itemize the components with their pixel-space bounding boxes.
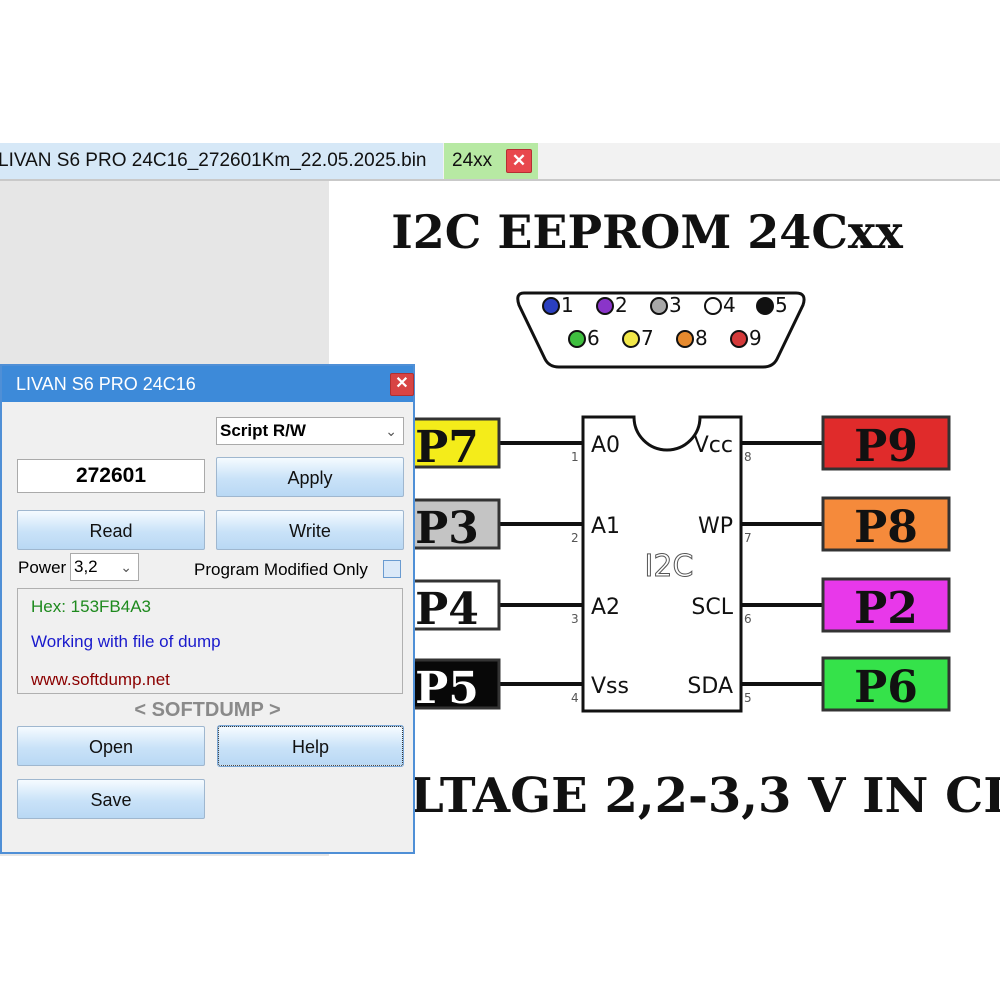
- connector-pin-number: 6: [587, 326, 600, 350]
- probe-label: P9: [854, 421, 918, 472]
- ic-pin-number: 8: [744, 450, 752, 464]
- website-text: www.softdump.net: [31, 670, 170, 689]
- chevron-down-icon: ⌄: [120, 559, 132, 575]
- dialog-titlebar[interactable]: LIVAN S6 PRO 24C16 ✕: [2, 366, 414, 402]
- connector-pin-dot: [730, 330, 748, 348]
- code-input[interactable]: 272601: [17, 459, 205, 493]
- dialog-close-icon[interactable]: ✕: [390, 373, 414, 396]
- read-button[interactable]: Read: [17, 510, 205, 550]
- connector-pin-dot: [542, 297, 560, 315]
- help-button[interactable]: Help: [217, 725, 404, 767]
- save-button[interactable]: Save: [17, 779, 205, 819]
- connector-pin-number: 8: [695, 326, 708, 350]
- connector-pin-number: 3: [669, 293, 682, 317]
- apply-button[interactable]: Apply: [216, 457, 404, 497]
- probe-box: [821, 415, 951, 471]
- probe-label: P6: [854, 662, 918, 713]
- ic-label: I2C: [645, 549, 694, 584]
- ic-pin-name: SCL: [691, 595, 733, 620]
- tab-bin-file[interactable]: LIVAN S6 PRO 24C16_272601Km_22.05.2025.b…: [0, 143, 443, 179]
- ic-pin-number: 7: [744, 531, 752, 545]
- status-text: Working with file of dump: [31, 632, 221, 651]
- connector-pin-number: 4: [723, 293, 736, 317]
- livan-dialog: LIVAN S6 PRO 24C16 ✕ Script R/W ⌄ 272601…: [0, 364, 415, 854]
- probe-box: [821, 496, 951, 552]
- power-select-value: 3,2: [74, 557, 98, 576]
- script-select[interactable]: Script R/W ⌄: [216, 417, 404, 445]
- voltage-text: LTAGE 2,2-3,3 V IN CIRCUIT: [410, 768, 1000, 824]
- ic-pin-number: 4: [571, 691, 579, 705]
- program-modified-checkbox[interactable]: [383, 560, 401, 578]
- probe-box: [821, 656, 951, 712]
- connector-pin-dot: [568, 330, 586, 348]
- tab-bar: LIVAN S6 PRO 24C16_272601Km_22.05.2025.b…: [0, 143, 1000, 181]
- probe-label: P2: [854, 583, 918, 634]
- power-label: Power: [18, 558, 67, 577]
- connector-pin-number: 2: [615, 293, 628, 317]
- diagram-canvas: I2C EEPROM 24Cxx 1 2 3 4 5 6 7 8 9 I2C P7 A0 1P3 A1…: [387, 205, 1000, 824]
- power-select[interactable]: 3,2 ⌄: [70, 553, 139, 581]
- probe-label: P8: [854, 502, 918, 553]
- ic-pin-number: 1: [571, 450, 579, 464]
- pin-rows: P7 A0 1P3 A1 2P4 A2 3P5 Vss 4 P9 Vcc 8P8 WP 7P2 SCL 6P6…: [387, 415, 951, 714]
- connector-outline: [516, 291, 806, 369]
- connector-pin-dot: [704, 297, 722, 315]
- ic-pin-number: 6: [744, 612, 752, 626]
- tab-24xx-label: 24xx: [452, 150, 493, 171]
- ic-pin-name: WP: [698, 514, 733, 539]
- connector-pin-dot: [756, 297, 774, 315]
- ic-pin-name: SDA: [687, 674, 733, 699]
- hex-text: Hex: 153FB4A3: [31, 597, 152, 616]
- connector-pin-number: 7: [641, 326, 654, 350]
- open-button[interactable]: Open: [17, 726, 205, 766]
- ic-pin-number: 3: [571, 612, 579, 626]
- probe-label: P4: [415, 584, 479, 635]
- ic-pin-name: A0: [591, 433, 620, 458]
- ic-pin-number: 5: [744, 691, 752, 705]
- program-modified-label: Program Modified Only: [194, 560, 368, 579]
- brand-label: < SOFTDUMP >: [134, 699, 281, 721]
- ic-pin-name: A2: [591, 595, 620, 620]
- probe-label: P7: [415, 422, 479, 473]
- write-button[interactable]: Write: [216, 510, 404, 550]
- connector-pin-number: 5: [775, 293, 788, 317]
- connector-pin-dot: [676, 330, 694, 348]
- dialog-title: LIVAN S6 PRO 24C16: [16, 374, 196, 394]
- ic-pin-number: 2: [571, 531, 579, 545]
- script-select-value: Script R/W: [220, 421, 306, 440]
- connector-pin-dot: [622, 330, 640, 348]
- ic-pin-name: Vcc: [694, 433, 733, 458]
- chevron-down-icon: ⌄: [385, 423, 397, 439]
- ic-pin-name: A1: [591, 514, 620, 539]
- diagram-title: I2C EEPROM 24Cxx: [391, 205, 903, 259]
- ic-pin-name: Vss: [591, 674, 629, 699]
- ic-body: [581, 415, 743, 713]
- connector-pin-dot: [596, 297, 614, 315]
- probe-label: P3: [415, 503, 479, 554]
- info-panel: Hex: 153FB4A3 Working with file of dump …: [17, 588, 403, 694]
- probe-box: [821, 577, 951, 633]
- tab-close-icon[interactable]: ✕: [506, 149, 532, 173]
- connector-pins: 1 2 3 4 5 6 7 8 9: [542, 293, 788, 350]
- connector-pin-dot: [650, 297, 668, 315]
- connector-pin-number: 1: [561, 293, 574, 317]
- tab-bin-file-label: LIVAN S6 PRO 24C16_272601Km_22.05.2025.b…: [0, 150, 427, 171]
- probe-label: P5: [415, 663, 479, 714]
- connector-pin-number: 9: [749, 326, 762, 350]
